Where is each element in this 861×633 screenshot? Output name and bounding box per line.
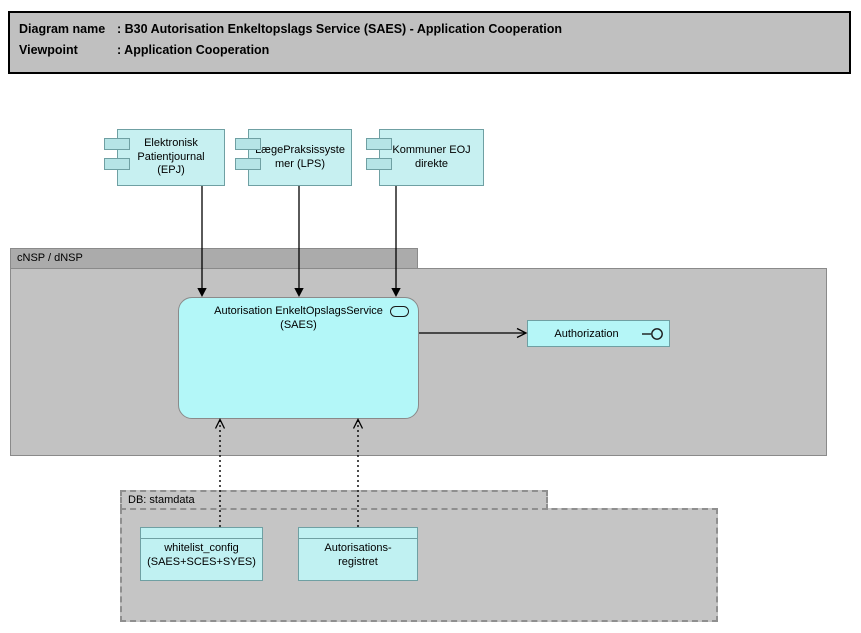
viewpoint-value: : Application Cooperation [117,43,270,57]
component-elektronisk-patientjournal[interactable]: Elektronisk Patientjournal (EPJ) [104,129,225,186]
application-service-icon [390,306,409,317]
component-nub-icon [366,158,392,170]
data-object-label-line: Autorisations- [324,542,392,554]
data-object-header-bar [141,528,262,539]
component-nub-icon [104,158,130,170]
diagram-title-block: Diagram name : B30 Autorisation Enkeltops… [8,11,851,74]
group-cnsp-dnsp-label: cNSP / dNSP [17,252,83,264]
component-label-line: direkte [414,157,449,170]
data-object-label: whitelist_config (SAES+SCES+SYES) [141,539,262,569]
group-cnsp-dnsp-header[interactable]: cNSP / dNSP [10,248,418,269]
component-label-line: Patientjournal [137,150,205,163]
data-object-header-bar [299,528,417,539]
app-service-saes[interactable]: Autorisation EnkeltOpslagsService (SAES) [178,297,419,419]
viewpoint-label: Viewpoint [19,43,78,57]
diagram-name-value: : B30 Autorisation Enkeltopslags Service… [117,22,562,36]
component-kommuner-eoj[interactable]: Kommuner EOJ direkte [366,129,484,186]
component-label-line: LægePraksissyste [255,144,345,156]
data-object-label-line: whitelist_config [164,542,239,554]
component-nub-icon [366,138,392,150]
component-label-line: Elektronisk [144,137,198,150]
component-laegepraksissystemer[interactable]: LægePraksissyste mer (LPS) [235,129,352,186]
component-label-line: Kommuner EOJ [392,144,471,156]
group-db-stamdata-header[interactable]: DB: stamdata [120,490,548,510]
group-db-stamdata-label: DB: stamdata [128,494,195,506]
data-object-label: Autorisations- registret [299,539,417,569]
component-nub-icon [235,138,261,150]
viewpoint-row: Viewpoint : Application Cooperation [19,40,849,61]
provided-interface-icon [642,328,663,340]
diagram-name-row: Diagram name : B30 Autorisation Enkeltops… [19,19,849,40]
service-label-line: Autorisation EnkeltOpslagsService [214,305,383,317]
service-label-line: (SAES) [280,318,317,331]
data-object-label-line: registret [338,555,378,568]
component-nub-icon [235,158,261,170]
component-label-line: (EPJ) [157,164,185,177]
component-nub-icon [104,138,130,150]
data-object-whitelist-config[interactable]: whitelist_config (SAES+SCES+SYES) [140,527,263,581]
data-object-autorisationsregistret[interactable]: Autorisations- registret [298,527,418,581]
data-object-label-line: (SAES+SCES+SYES) [147,555,256,568]
diagram-name-label: Diagram name [19,22,106,36]
component-label-line: mer (LPS) [274,157,326,170]
interface-label: Authorization [554,327,619,340]
interface-authorization[interactable]: Authorization [527,320,670,347]
